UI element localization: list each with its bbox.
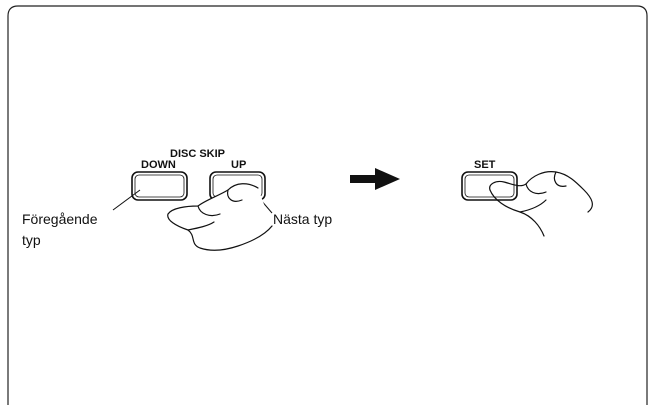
previous-type-label: Föregående [22, 211, 98, 227]
up-button-label: UP [231, 159, 246, 171]
panel-frame [7, 5, 648, 405]
next-type-label: Nästa typ [273, 211, 332, 227]
pointing-hand-icon [167, 183, 273, 251]
set-pointing-hand-icon [489, 171, 593, 237]
previous-type-label-line2: typ [22, 232, 41, 248]
set-button-label: SET [474, 159, 496, 171]
previous-leader-line [112, 189, 141, 211]
disc-skip-title: DISC SKIP [170, 148, 225, 160]
down-button-label: DOWN [141, 159, 176, 171]
right-arrow-icon [350, 168, 400, 190]
down-button[interactable] [131, 171, 188, 201]
